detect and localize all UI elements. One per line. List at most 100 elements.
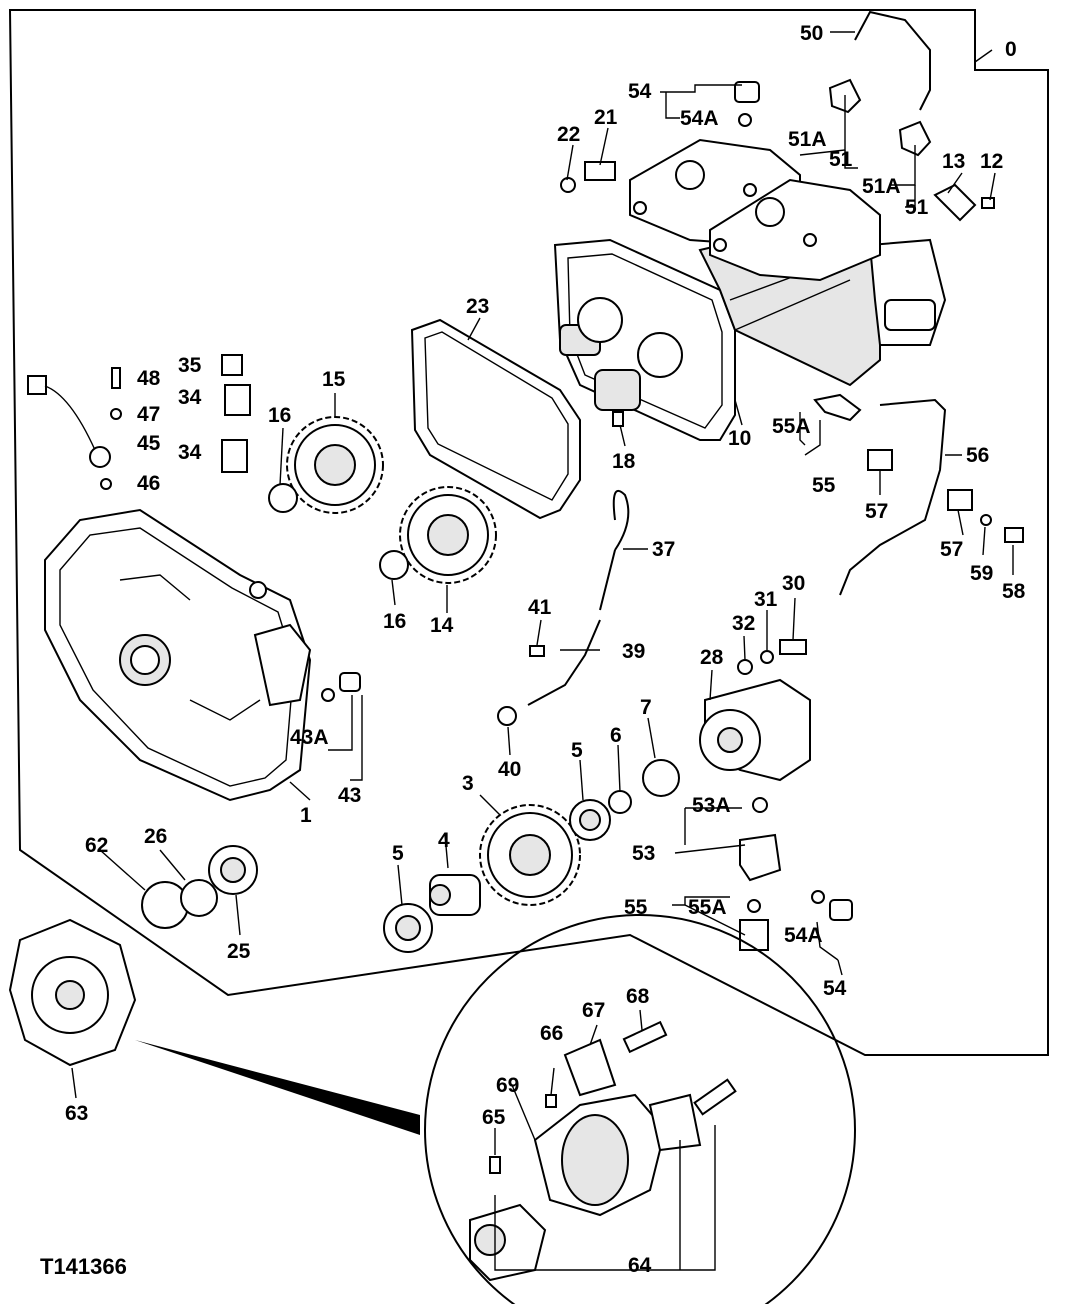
snap-ring-6 <box>608 790 632 814</box>
label-22: 22 <box>557 123 580 146</box>
sensor-45 <box>27 375 111 468</box>
shaft-4 <box>429 874 481 916</box>
label-10: 10 <box>728 427 751 450</box>
label-58: 58 <box>1002 580 1026 603</box>
label-50: 50 <box>800 22 823 45</box>
plug-54-lower <box>829 899 853 921</box>
dipstick-37 <box>599 489 630 611</box>
label-59: 59 <box>970 562 993 585</box>
label-31: 31 <box>754 588 778 611</box>
bolt-30 <box>779 639 807 655</box>
label-14: 14 <box>430 614 454 637</box>
bolt-41 <box>529 645 545 657</box>
label-23: 23 <box>466 295 489 318</box>
label-28: 28 <box>700 646 724 669</box>
wedge-64 <box>648 1093 702 1152</box>
label-51-upper: 51 <box>829 148 853 171</box>
washer-59 <box>980 514 992 526</box>
lock-washer-31 <box>760 650 774 664</box>
label-65: 65 <box>482 1106 506 1129</box>
label-56: 56 <box>966 444 989 467</box>
snap-ring-16-lower <box>379 550 409 580</box>
label-39: 39 <box>622 640 645 663</box>
part-number-labels: 0 1 3 4 5 5 6 7 10 12 13 14 15 16 16 18 … <box>40 22 1026 1279</box>
label-34-lower: 34 <box>178 441 202 464</box>
document-id: T141366 <box>40 1254 127 1279</box>
leader-lines <box>71 31 1014 1271</box>
label-54-upper: 54 <box>628 80 652 103</box>
label-57-upper: 57 <box>865 500 888 523</box>
washer-47 <box>110 408 122 420</box>
label-45: 45 <box>137 432 161 455</box>
label-30: 30 <box>782 572 805 595</box>
label-54A-lower: 54A <box>784 924 823 947</box>
elbow-55-upper <box>813 393 862 422</box>
label-43: 43 <box>338 784 361 807</box>
label-12: 12 <box>980 150 1003 173</box>
bearing-25 <box>208 845 258 895</box>
label-5-lower: 5 <box>392 842 404 865</box>
washer-32 <box>737 659 753 675</box>
snap-ring-16-upper <box>268 483 298 513</box>
bearing-5-lower <box>383 903 433 953</box>
clamp-57-upper <box>867 449 893 471</box>
label-37: 37 <box>652 538 675 561</box>
label-16-lower: 16 <box>383 610 406 633</box>
label-55-upper: 55 <box>812 474 836 497</box>
label-55A-upper: 55A <box>772 415 811 438</box>
coupling-element-69 <box>533 1093 667 1217</box>
elbow-fitting-upper-2 <box>898 120 932 157</box>
label-53A: 53A <box>692 794 731 817</box>
label-15: 15 <box>322 368 346 391</box>
label-51A-upper: 51A <box>788 128 827 151</box>
hydraulic-pump-assembly <box>553 138 947 441</box>
hydraulic-line-50 <box>854 10 931 111</box>
label-62: 62 <box>85 834 108 857</box>
plug-43 <box>339 672 361 692</box>
hydraulic-line-56 <box>839 398 947 596</box>
gear-14 <box>399 486 497 584</box>
label-43A: 43A <box>290 726 329 749</box>
label-34-upper: 34 <box>178 386 202 409</box>
label-18: 18 <box>612 450 636 473</box>
coupling-63 <box>8 918 137 1067</box>
o-ring-53A <box>752 797 768 813</box>
assembly-boundary-outline <box>8 9 1049 1056</box>
label-55A-lower: 55A <box>688 896 727 919</box>
o-ring-46 <box>100 478 112 490</box>
label-54A-upper: 54A <box>680 107 719 130</box>
fitting-34-upper <box>224 384 251 416</box>
tee-fitting-53 <box>739 833 782 882</box>
o-ring-54A-lower <box>811 890 825 904</box>
label-54-lower: 54 <box>823 977 847 1000</box>
gear-3 <box>479 804 581 906</box>
label-21: 21 <box>594 106 618 129</box>
label-35: 35 <box>178 354 202 377</box>
o-ring-55A-lower <box>747 899 761 913</box>
detail-callout-wedge <box>135 1040 420 1135</box>
label-1: 1 <box>300 804 312 827</box>
label-7: 7 <box>640 696 652 719</box>
label-67: 67 <box>582 999 605 1022</box>
bolt-48 <box>111 367 121 389</box>
label-32: 32 <box>732 612 755 635</box>
gear-15 <box>286 416 384 514</box>
label-57-lower: 57 <box>940 538 963 561</box>
label-3: 3 <box>462 772 474 795</box>
label-66: 66 <box>540 1022 563 1045</box>
label-0: 0 <box>1005 38 1017 61</box>
o-ring-40 <box>497 706 517 726</box>
label-64: 64 <box>628 1254 652 1277</box>
label-16-upper: 16 <box>268 404 291 427</box>
bolt-58 <box>1004 527 1024 543</box>
label-47: 47 <box>137 403 160 426</box>
label-13: 13 <box>942 150 965 173</box>
plug-54-upper <box>734 81 760 103</box>
fitting-35 <box>221 354 243 376</box>
o-ring-54A-upper <box>738 113 752 127</box>
bearing-5-upper <box>569 799 611 841</box>
label-6: 6 <box>610 724 622 747</box>
coupling-detail-circle <box>424 914 856 1304</box>
housing-1 <box>44 508 312 802</box>
